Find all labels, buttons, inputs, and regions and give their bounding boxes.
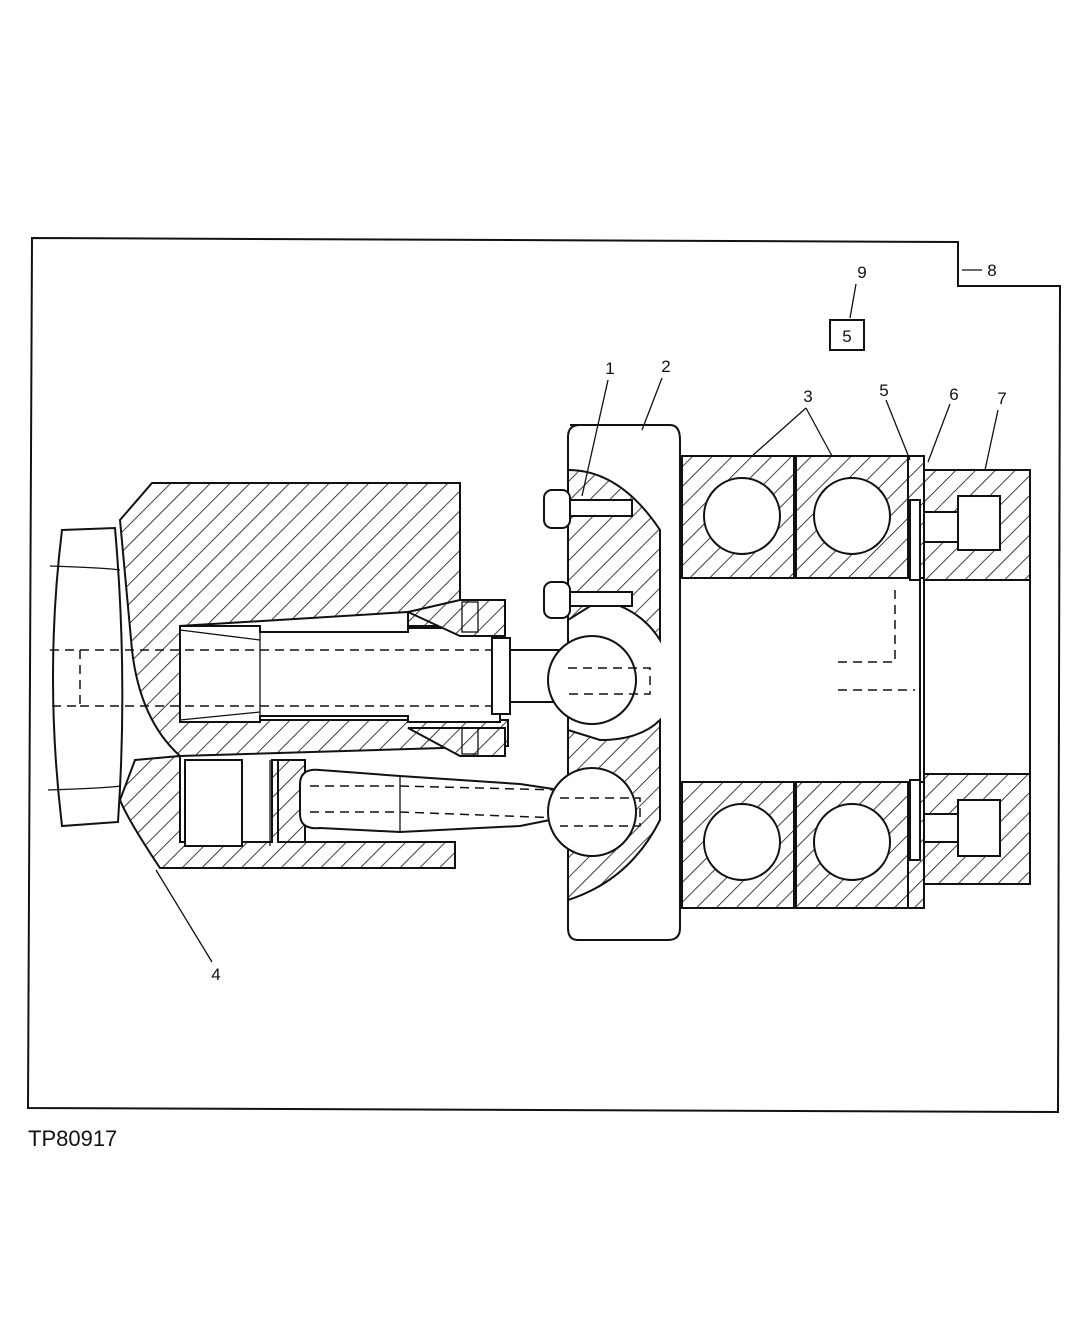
retaining-bolts: [543, 489, 633, 619]
piston: [299, 768, 561, 834]
boxed-label-frame: [829, 319, 865, 351]
callout-3: 3: [803, 387, 812, 406]
callout-6: 6: [949, 385, 958, 404]
callout-4: 4: [211, 965, 220, 984]
callout-7: 7: [997, 389, 1006, 408]
port-plate: [547, 424, 681, 941]
shim-and-spacer: [907, 455, 925, 909]
swash-plate: [47, 526, 124, 828]
pump-housing: [118, 482, 509, 869]
diagram-frame: [26, 236, 1062, 1114]
bearing-nut: [923, 469, 1031, 885]
bearing-pair: [681, 455, 909, 909]
figure-id: TP80917: [28, 1126, 117, 1151]
callout-1: 1: [605, 359, 614, 378]
leader-lines: [155, 269, 999, 963]
callout-8: 8: [987, 261, 996, 280]
callout-5: 5: [879, 381, 888, 400]
bearing-shaft: [679, 577, 921, 783]
callout-2: 2: [661, 357, 670, 376]
shaft-seal: [404, 599, 506, 757]
boxed-label: 5: [842, 327, 851, 346]
callout-9: 9: [857, 263, 866, 282]
